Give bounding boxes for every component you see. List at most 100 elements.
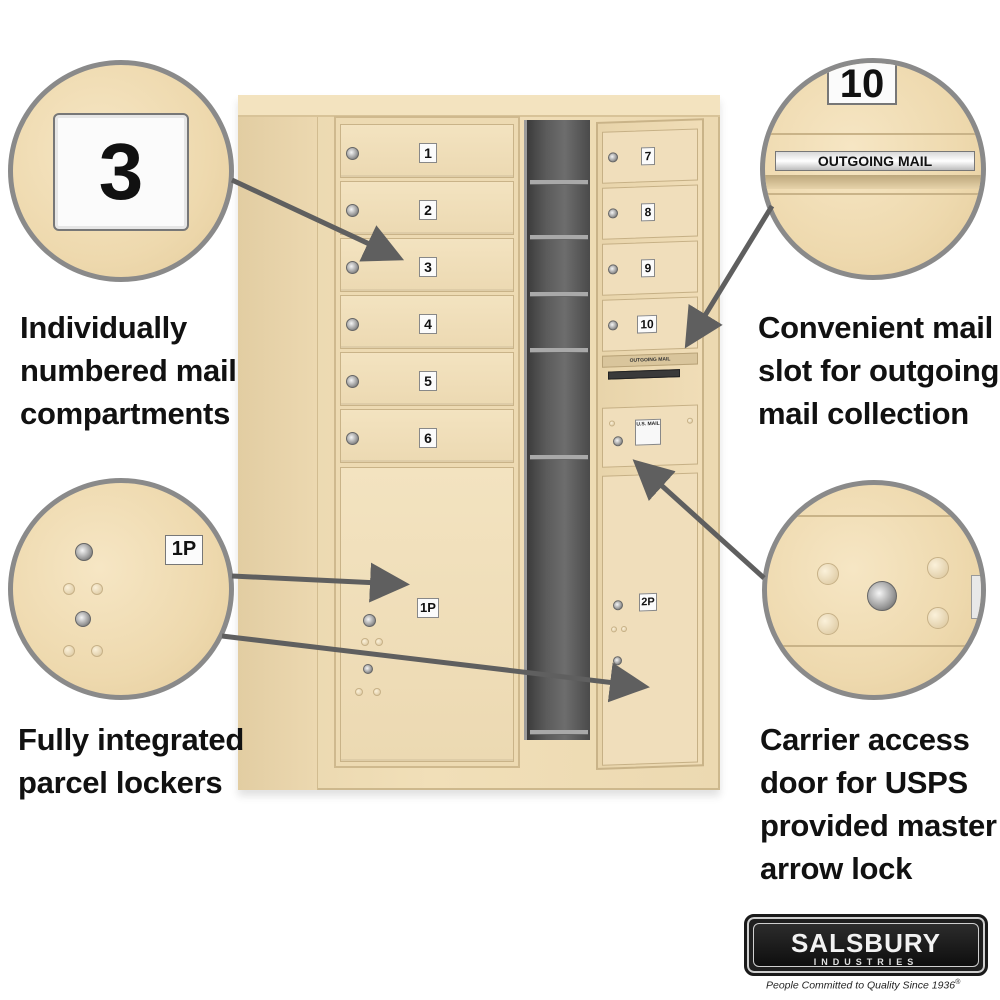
parcel-locker-1p[interactable]: 1P [340, 467, 514, 762]
cabinet-top [238, 95, 720, 117]
parcel-number: 2P [639, 592, 657, 612]
compartment-number: 5 [419, 371, 437, 391]
lock-icon [613, 600, 623, 611]
outgoing-mail-slot[interactable] [608, 369, 680, 380]
callout-carrier: Carrier access door for USPS provided ma… [760, 718, 997, 890]
compartment-number: 4 [419, 314, 437, 334]
rivet [609, 420, 615, 427]
divider [765, 193, 981, 195]
shelf [530, 348, 588, 353]
salsbury-logo: SALSBURY INDUSTRIES [744, 914, 988, 976]
rivet [373, 688, 381, 696]
lock-icon [346, 318, 359, 331]
tagline-text: People Committed to Quality Since 1936 [766, 979, 956, 992]
compartment-number: 10 [637, 314, 657, 334]
arrow-lock-icon [867, 581, 897, 611]
rivet [63, 645, 75, 657]
outgoing-slot-label: OUTGOING MAIL [602, 352, 698, 368]
logo-subtitle: INDUSTRIES [813, 957, 919, 967]
shelf [530, 455, 588, 460]
callout-line: compartments [20, 396, 231, 431]
rivet [687, 417, 693, 424]
compartment-number: 2 [419, 200, 437, 220]
lock-icon [346, 432, 359, 445]
compartment-number: 9 [641, 258, 655, 278]
callout-outgoing: Convenient mail slot for outgoing mail c… [758, 306, 999, 435]
callout-line: Convenient mail [758, 310, 993, 345]
divider [767, 515, 981, 517]
lock-icon [363, 664, 373, 674]
rivet [927, 607, 949, 629]
usps-plate-edge [971, 575, 981, 619]
lock-icon [75, 543, 93, 561]
callout-line: parcel lockers [18, 765, 223, 800]
lock-icon [346, 261, 359, 274]
trademark-symbol: ® [955, 979, 961, 986]
arrow-lock-icon[interactable] [613, 436, 623, 447]
lock-icon [363, 614, 376, 627]
compartment-door-2[interactable]: 2 [340, 181, 514, 235]
compartment-number: 6 [419, 428, 437, 448]
lock-icon [75, 611, 91, 627]
rivet [611, 626, 617, 633]
compartment-number: 1 [419, 143, 437, 163]
callout-line: Individually [20, 310, 187, 345]
rivet [817, 563, 839, 585]
callout-line: mail collection [758, 396, 969, 431]
parcel-locker-2p[interactable]: 2P [602, 472, 698, 766]
divider [765, 133, 981, 135]
zoom-parcel-locker: 1P [8, 478, 234, 700]
zoom-slot-lip [765, 175, 981, 189]
compartment-door-9[interactable]: 9 [602, 240, 698, 296]
rivet [91, 645, 103, 657]
logo-tagline: People Committed to Quality Since 1936® [766, 979, 996, 992]
lock-icon [608, 152, 618, 163]
callout-line: door for USPS [760, 765, 968, 800]
shelf [530, 235, 588, 240]
zoom-master-lock [762, 480, 986, 700]
compartment-number: 3 [419, 257, 437, 277]
logo-badge: SALSBURY INDUSTRIES [753, 923, 979, 967]
lock-icon [346, 204, 359, 217]
compartment-door-1[interactable]: 1 [340, 124, 514, 178]
rivet [817, 613, 839, 635]
rivet [91, 583, 103, 595]
rivet [63, 583, 75, 595]
compartment-number: 7 [641, 146, 655, 166]
compartment-door-6[interactable]: 6 [340, 409, 514, 463]
open-interior [524, 120, 590, 740]
lock-icon [613, 656, 622, 666]
compartment-door-4[interactable]: 4 [340, 295, 514, 349]
parcel-number: 1P [417, 598, 439, 618]
shelf [530, 180, 588, 185]
lock-icon [608, 264, 618, 275]
zoom-parcel-number: 1P [165, 535, 203, 565]
callout-compartments: Individually numbered mail compartments [20, 306, 237, 435]
callout-line: provided master [760, 808, 997, 843]
rivet [355, 688, 363, 696]
zoom-outgoing-slot: 10 OUTGOING MAIL [760, 58, 986, 280]
compartment-door-5[interactable]: 5 [340, 352, 514, 406]
compartment-door-7[interactable]: 7 [602, 128, 698, 184]
zoom-outgoing-label: OUTGOING MAIL [775, 151, 975, 171]
compartment-door-10[interactable]: 10 [602, 296, 698, 352]
master-lock-panel: U.S. MAIL [602, 404, 698, 468]
compartment-number: 8 [641, 202, 655, 222]
zoom-box-number: 10 [827, 63, 897, 106]
zoom-compartment-number: 3 [8, 60, 234, 282]
usps-plate: U.S. MAIL [635, 418, 661, 446]
callout-line: Fully integrated [18, 722, 245, 757]
compartment-door-3[interactable]: 3 [340, 238, 514, 292]
callout-parcel: Fully integrated parcel lockers [18, 718, 244, 804]
callout-line: Carrier access [760, 722, 970, 757]
rivet [621, 625, 627, 633]
lock-icon [608, 208, 618, 219]
compartment-door-8[interactable]: 8 [602, 184, 698, 240]
callout-line: numbered mail [20, 353, 237, 388]
lock-icon [346, 147, 359, 160]
zoom-number-plate: 3 [53, 113, 189, 231]
shelf [530, 292, 588, 297]
logo-name: SALSBURY [790, 928, 942, 958]
rivet [361, 638, 369, 646]
carrier-access-door[interactable]: 7 8 9 10 OUTGOING MAIL U.S. MAIL [596, 118, 704, 770]
